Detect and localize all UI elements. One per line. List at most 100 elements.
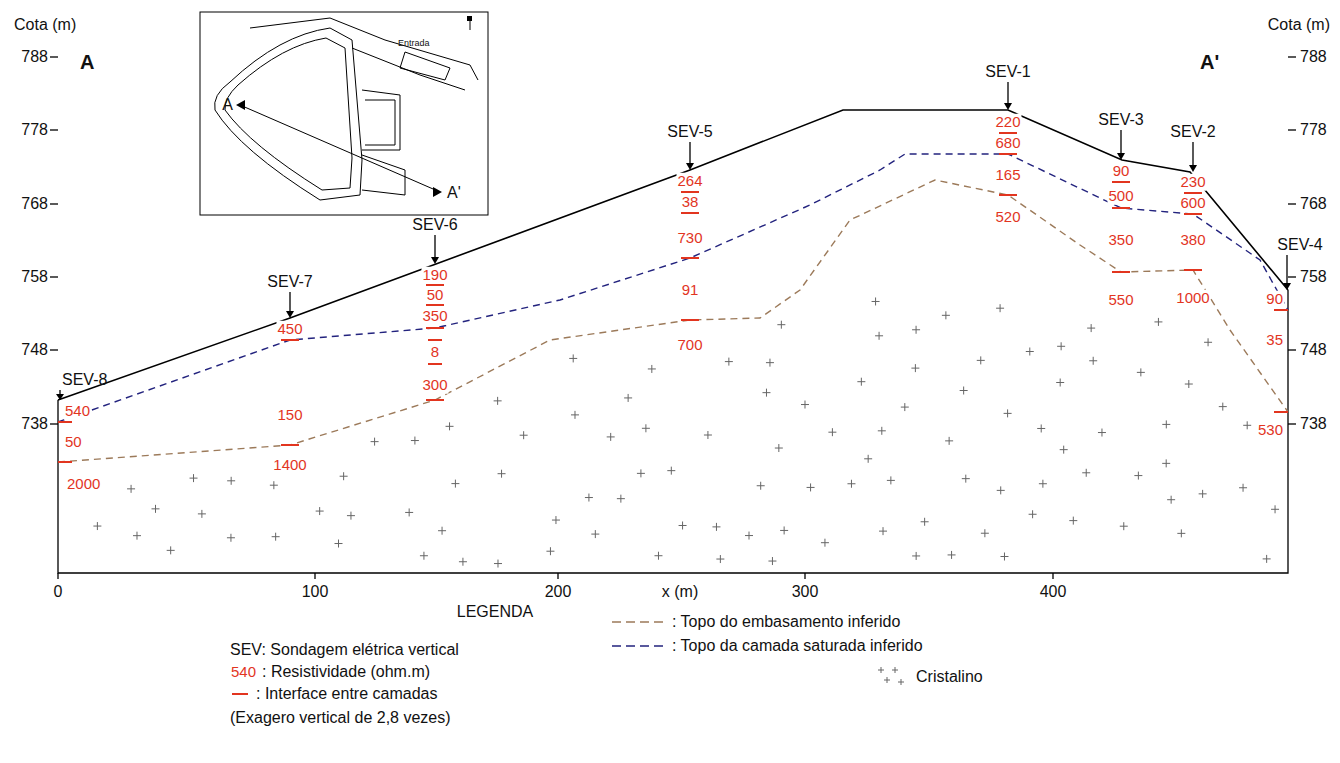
crystalline-mark [585, 494, 593, 502]
crystalline-mark [152, 505, 160, 513]
resistivity-value: 165 [994, 167, 1021, 184]
resistivity-value: 1000 [1175, 290, 1210, 307]
crystalline-mark [996, 304, 1004, 312]
resistivity-value: 520 [994, 209, 1021, 226]
crystalline-mark [347, 512, 355, 520]
crystalline-mark [807, 483, 815, 491]
label-text: 400 [1040, 583, 1067, 601]
label-text: 738 [1300, 415, 1327, 433]
crystalline-mark [1098, 429, 1106, 437]
crystalline-mark [762, 389, 770, 397]
label-text: 748 [21, 341, 48, 359]
crystalline-mark [1082, 469, 1090, 477]
crystalline-mark [821, 539, 829, 547]
resistivity-value: 540 [230, 664, 257, 681]
resistivity-value: 500 [1107, 188, 1134, 205]
crystalline-mark [768, 557, 776, 565]
crystalline-mark [270, 481, 278, 489]
label-text: SEV: Sondagem elétrica vertical [230, 641, 459, 659]
crystalline-mark [607, 433, 615, 441]
resistivity-value: 350 [421, 308, 448, 325]
crystalline-mark [1137, 368, 1145, 376]
resistivity-value: 380 [1179, 232, 1206, 249]
label-text: Cota (m) [1268, 16, 1330, 34]
crystalline-mark [1271, 505, 1279, 513]
label-text: A' [447, 184, 461, 202]
crystalline-mark [133, 532, 141, 540]
label-text: SEV-4 [1277, 236, 1322, 254]
crystalline-mark [1069, 517, 1077, 525]
crystalline-mark [198, 510, 206, 518]
label-text: 748 [1300, 341, 1327, 359]
crystalline-mark [704, 431, 712, 439]
crystalline-mark [1000, 553, 1008, 561]
crystalline-mark [371, 438, 379, 446]
resistivity-value: 35 [1265, 332, 1284, 349]
crystalline-mark [569, 354, 577, 362]
crystalline-mark [637, 469, 645, 477]
label-text: LEGENDA [457, 603, 533, 621]
crystalline-mark [857, 378, 865, 386]
crystalline-mark [1243, 421, 1251, 429]
resistivity-value: 90 [1265, 291, 1284, 308]
label-text: 778 [1300, 121, 1327, 139]
resistivity-value: 700 [676, 337, 703, 354]
crystalline-mark [777, 321, 785, 329]
label-text: 788 [21, 48, 48, 66]
resistivity-value: 50 [426, 287, 445, 304]
crystalline-mark [997, 486, 1005, 494]
crystalline-mark [227, 477, 235, 485]
crystalline-mark [552, 516, 560, 524]
crystalline-mark [948, 551, 956, 559]
crystalline-mark [911, 364, 919, 372]
crystalline-mark [864, 455, 872, 463]
crystalline-mark [912, 552, 920, 560]
crystalline-mark [1026, 348, 1034, 356]
crystalline-mark [712, 523, 720, 531]
resistivity-value: 220 [994, 114, 1021, 131]
crystalline-mark [1204, 338, 1212, 346]
crystalline-mark [1120, 522, 1128, 530]
crystalline-mark [1029, 510, 1037, 518]
resistivity-value: 1400 [272, 457, 307, 474]
crystalline-mark [977, 356, 985, 364]
label-text: 758 [1300, 268, 1327, 286]
crystalline-marks [93, 297, 1279, 567]
label-text: 738 [21, 415, 48, 433]
crystalline-mark [667, 467, 675, 475]
label-text: Cota (m) [14, 16, 76, 34]
crystalline-mark [962, 475, 970, 483]
crystalline-mark [766, 359, 774, 367]
crystalline-mark [1185, 380, 1193, 388]
crystalline-mark [1199, 490, 1207, 498]
label-text: SEV-3 [1098, 111, 1143, 129]
basement-top-line [58, 180, 1288, 462]
crystalline-mark [1154, 318, 1162, 326]
section-end-label: A [80, 51, 94, 73]
resistivity-value: 730 [676, 230, 703, 247]
crystalline-mark [1004, 409, 1012, 417]
crystalline-mark [1239, 484, 1247, 492]
crystalline-mark [872, 297, 880, 305]
crystalline-mark [679, 521, 687, 529]
crystalline-mark [340, 472, 348, 480]
crystalline-mark [945, 437, 953, 445]
label-text: 758 [21, 268, 48, 286]
crystalline-mark [775, 444, 783, 452]
crystalline-mark [520, 431, 528, 439]
resistivity-value: 600 [1179, 195, 1206, 212]
resistivity-value: 264 [676, 173, 703, 190]
crystalline-mark [847, 480, 855, 488]
crystalline-mark [167, 546, 175, 554]
crystalline-mark [942, 311, 950, 319]
label-text: 100 [302, 583, 329, 601]
crystalline-mark [901, 403, 909, 411]
resistivity-value: 350 [1107, 232, 1134, 249]
crystalline-mark [617, 495, 625, 503]
resistivity-value: 2000 [66, 476, 101, 493]
crystalline-mark [1263, 555, 1271, 563]
crystalline-mark [446, 422, 454, 430]
label-text: 768 [1300, 195, 1327, 213]
label-text: SEV-8 [62, 371, 107, 389]
resistivity-value: 50 [64, 434, 83, 451]
